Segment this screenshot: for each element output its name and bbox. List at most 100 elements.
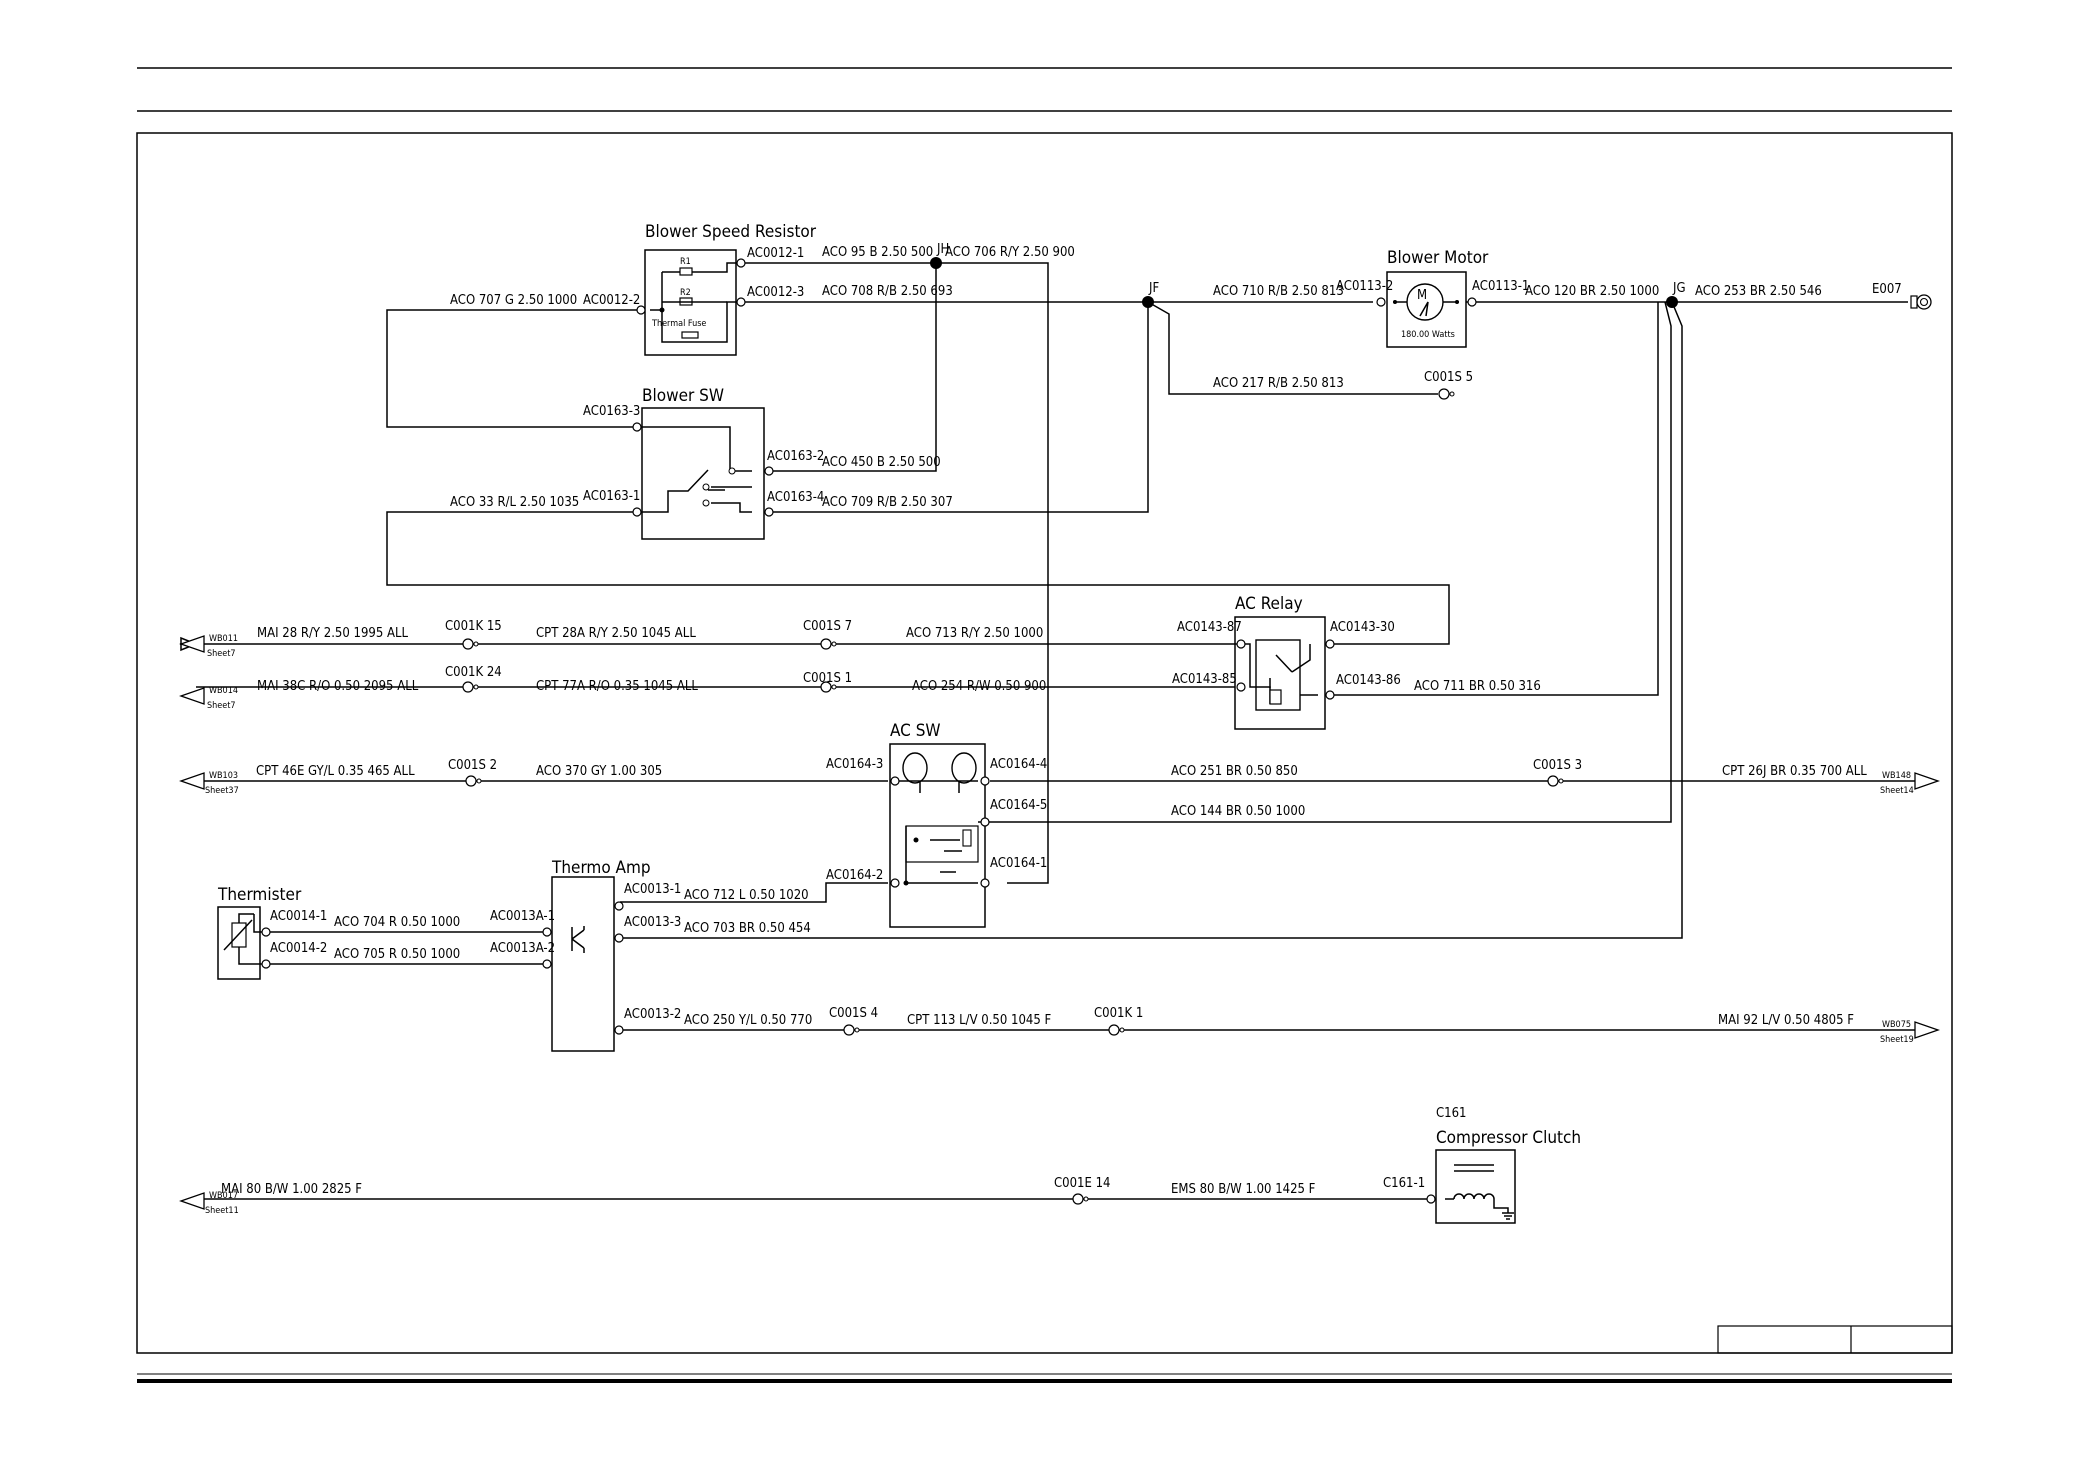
pin-ac0163-4 <box>764 507 774 517</box>
pin-ac0012-3 <box>736 297 746 307</box>
blower-speed-resistor: Blower Speed Resistor R1 R2 Thermal Fuse <box>636 222 817 356</box>
offpage-wb014[interactable]: WB014 Sheet7 <box>179 686 238 711</box>
r1-label: R1 <box>680 257 691 267</box>
pin-ac0164-2-label: AC0164-2 <box>826 868 883 883</box>
connector-c001k-15-label: C001K 15 <box>445 619 502 634</box>
ground-e007: E007 <box>1872 282 1932 310</box>
wire-aco-450: ACO 450 B 2.50 500 <box>822 455 941 470</box>
connector-c001s-2-label: C001S 2 <box>448 758 497 773</box>
wire-aco-705: ACO 705 R 0.50 1000 <box>334 947 460 962</box>
offpage-wb011-sheet: Sheet7 <box>207 649 236 659</box>
connector-c001s-1-label: C001S 1 <box>803 671 852 686</box>
pin-ac0013a-1 <box>542 927 552 937</box>
pin-ac0143-30-label: AC0143-30 <box>1330 620 1395 635</box>
offpage-wb017-id: WB017 <box>209 1191 238 1201</box>
pin-ac0163-3-label: AC0163-3 <box>583 404 640 419</box>
ac-sw: AC SW <box>889 721 990 928</box>
offpage-references: WB011 Sheet7 WB014 Sheet7 WB103 Sheet37 … <box>179 634 1940 1216</box>
pin-ac0143-30 <box>1325 639 1335 649</box>
offpage-wb103-sheet: Sheet37 <box>205 786 239 796</box>
wire-aco-704: ACO 704 R 0.50 1000 <box>334 915 460 930</box>
wire-aco-250: ACO 250 Y/L 0.50 770 <box>684 1013 812 1028</box>
pin-c161-1 <box>1426 1194 1436 1204</box>
blower-motor-title: Blower Motor <box>1387 248 1489 268</box>
pin-ac0013-1 <box>614 901 624 911</box>
pin-ac0143-87 <box>1236 639 1246 649</box>
pin-ac0163-2-label: AC0163-2 <box>767 449 824 464</box>
wire-aco-708: ACO 708 R/B 2.50 693 <box>822 284 953 299</box>
connector-c001k-1-label: C001K 1 <box>1094 1006 1143 1021</box>
connector-c001s-2: C001S 2 <box>448 758 497 787</box>
wire-aco-706: ACO 706 R/Y 2.50 900 <box>945 245 1075 260</box>
pin-ac0163-2 <box>764 466 774 476</box>
r2-label: R2 <box>680 288 691 298</box>
pin-ac0014-1-label: AC0014-1 <box>270 909 327 924</box>
connector-c001s-7-label: C001S 7 <box>803 619 852 634</box>
thermo-amp: Thermo Amp <box>542 858 651 1052</box>
pin-ac0164-3-label: AC0164-3 <box>826 757 883 772</box>
connector-c001s-5-label: C001S 5 <box>1424 370 1473 385</box>
blower-motor-rating: 180.00 Watts <box>1401 330 1455 340</box>
wire-cpt-77a: CPT 77A R/O 0.35 1045 ALL <box>536 679 698 694</box>
junction-jg-label: JG <box>1672 281 1686 296</box>
pin-ac0013-3 <box>614 933 624 943</box>
junction-jh-label: JH <box>936 242 949 257</box>
wire-aco-710: ACO 710 R/B 2.50 813 <box>1213 284 1344 299</box>
junction-jf-label: JF <box>1148 281 1159 296</box>
offpage-wb075[interactable]: WB075 Sheet19 <box>1880 1020 1940 1045</box>
wire-ems-80: EMS 80 B/W 1.00 1425 F <box>1171 1182 1316 1197</box>
connector-c001s-1: C001S 1 <box>803 671 852 693</box>
pin-ac0164-1-label: AC0164-1 <box>990 856 1047 871</box>
pin-ac0014-1 <box>261 927 271 937</box>
compressor-clutch: C161 Compressor Clutch <box>1426 1106 1581 1224</box>
offpage-wb017[interactable]: WB017 Sheet11 <box>179 1191 239 1216</box>
blower-motor: Blower Motor M 180.00 Watts <box>1376 248 1489 348</box>
wire-aco-709: ACO 709 R/B 2.50 307 <box>822 495 953 510</box>
thermo-amp-title: Thermo Amp <box>551 858 651 878</box>
wire-aco-251: ACO 251 BR 0.50 850 <box>1171 764 1298 779</box>
wires <box>196 262 1925 1200</box>
junction-jh <box>930 257 942 269</box>
offpage-wb103[interactable]: WB103 Sheet37 <box>179 771 239 796</box>
connector-c001s-7: C001S 7 <box>803 619 852 650</box>
ac-relay: AC Relay <box>1234 594 1335 730</box>
motor-symbol: M <box>1417 288 1427 303</box>
connector-c001k-24-label: C001K 24 <box>445 665 502 680</box>
pin-ac0164-3 <box>890 776 900 786</box>
blower-sw-title: Blower SW <box>642 386 724 406</box>
pin-ac0164-4 <box>980 776 990 786</box>
connector-c001k-1: C001K 1 <box>1094 1006 1143 1036</box>
wire-mai-92: MAI 92 L/V 0.50 4805 F <box>1718 1013 1854 1028</box>
wire-aco-95: ACO 95 B 2.50 500 <box>822 245 933 260</box>
pin-ac0012-3-label: AC0012-3 <box>747 285 804 300</box>
wire-cpt-28a: CPT 28A R/Y 2.50 1045 ALL <box>536 626 696 641</box>
pin-ac0113-1 <box>1467 297 1477 307</box>
offpage-wb011-id: WB011 <box>209 634 238 644</box>
pin-ac0012-2-label: AC0012-2 <box>583 293 640 308</box>
pin-ac0163-1-label: AC0163-1 <box>583 489 640 504</box>
sheet-frame <box>136 67 1953 1383</box>
junction-jg <box>1666 296 1678 308</box>
offpage-wb148[interactable]: WB148 Sheet14 <box>1880 771 1940 796</box>
offpage-wb075-sheet: Sheet19 <box>1880 1035 1914 1045</box>
ac-sw-title: AC SW <box>890 721 941 741</box>
ground-label: E007 <box>1872 282 1902 297</box>
inline-connectors: C001K 15 C001S 7 C001K 24 C001S 1 C001S … <box>445 370 1582 1205</box>
pin-labels: AC0012-1 AC0012-3 AC0012-2 AC0113-2 AC01… <box>270 246 1529 1191</box>
pin-ac0014-2 <box>261 959 271 969</box>
wire-aco-253: ACO 253 BR 2.50 546 <box>1695 284 1822 299</box>
compressor-clutch-code: C161 <box>1436 1106 1467 1121</box>
wire-cpt-26j: CPT 26J BR 0.35 700 ALL <box>1722 764 1867 779</box>
wire-labels: ACO 95 B 2.50 500 ACO 706 R/Y 2.50 900 A… <box>221 245 1867 1197</box>
pin-ac0013a-2-label: AC0013A-2 <box>490 941 555 956</box>
offpage-wb014-id: WB014 <box>209 686 238 696</box>
offpage-wb011[interactable]: WB011 Sheet7 <box>179 634 238 659</box>
wire-aco-120: ACO 120 BR 2.50 1000 <box>1525 284 1659 299</box>
pin-ac0164-5-label: AC0164-5 <box>990 798 1047 813</box>
connector-c001s-3-label: C001S 3 <box>1533 758 1582 773</box>
wire-aco-711: ACO 711 BR 0.50 316 <box>1414 679 1541 694</box>
connector-c001s-4-label: C001S 4 <box>829 1006 878 1021</box>
pin-ac0143-86 <box>1325 690 1335 700</box>
wire-cpt-113: CPT 113 L/V 0.50 1045 F <box>907 1013 1051 1028</box>
